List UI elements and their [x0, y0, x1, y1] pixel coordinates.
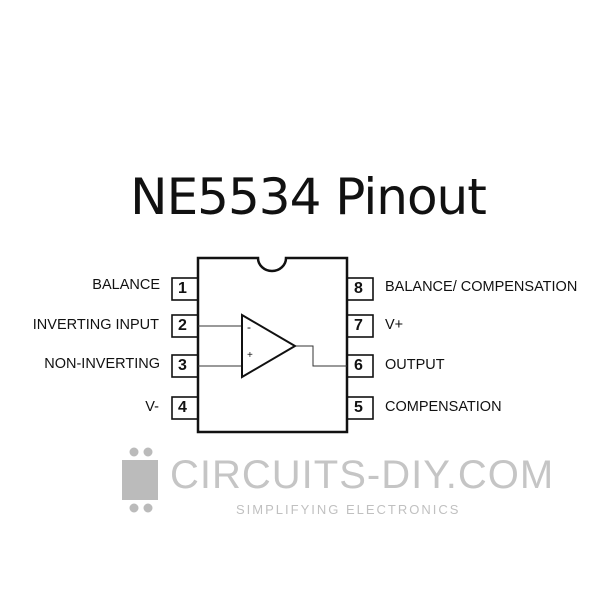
pin-number-2: 2	[178, 317, 187, 334]
pin-number-3: 3	[178, 357, 187, 374]
opamp-minus: -	[247, 320, 251, 334]
page-title: NE5534 Pinout	[130, 168, 487, 226]
pin-label-1: BALANCE	[92, 277, 160, 293]
output-wire	[295, 345, 347, 367]
chip-outline	[196, 256, 349, 434]
opamp-triangle	[241, 313, 297, 379]
pin-label-5: COMPENSATION	[385, 399, 502, 415]
pin-number-6: 6	[354, 357, 363, 374]
watermark-tagline: SIMPLIFYING ELECTRONICS	[236, 502, 461, 517]
pin-label-3: NON-INVERTING	[44, 356, 160, 372]
pin-label-2: INVERTING INPUT	[32, 317, 159, 333]
pin-box-4	[171, 396, 199, 420]
pin-number-5: 5	[354, 399, 363, 416]
pin-box-5	[346, 396, 374, 420]
pin-box-7	[346, 314, 374, 338]
pin-number-8: 8	[354, 280, 363, 297]
pin-number-7: 7	[354, 317, 363, 334]
pin-label-6: OUTPUT	[385, 357, 445, 373]
watermark-text: CIRCUITS-DIY.COM	[170, 453, 555, 497]
opamp-plus: +	[247, 350, 253, 361]
pin-box-1	[171, 277, 199, 301]
pin-number-1: 1	[178, 280, 187, 297]
pin-label-4: V-	[145, 399, 159, 415]
watermark-chip-icon	[122, 447, 158, 513]
pin-label-8: BALANCE/ COMPENSATION	[385, 279, 578, 295]
pin-number-4: 4	[178, 399, 187, 416]
pin-box-8	[346, 277, 374, 301]
pin-label-7: V+	[385, 317, 404, 333]
